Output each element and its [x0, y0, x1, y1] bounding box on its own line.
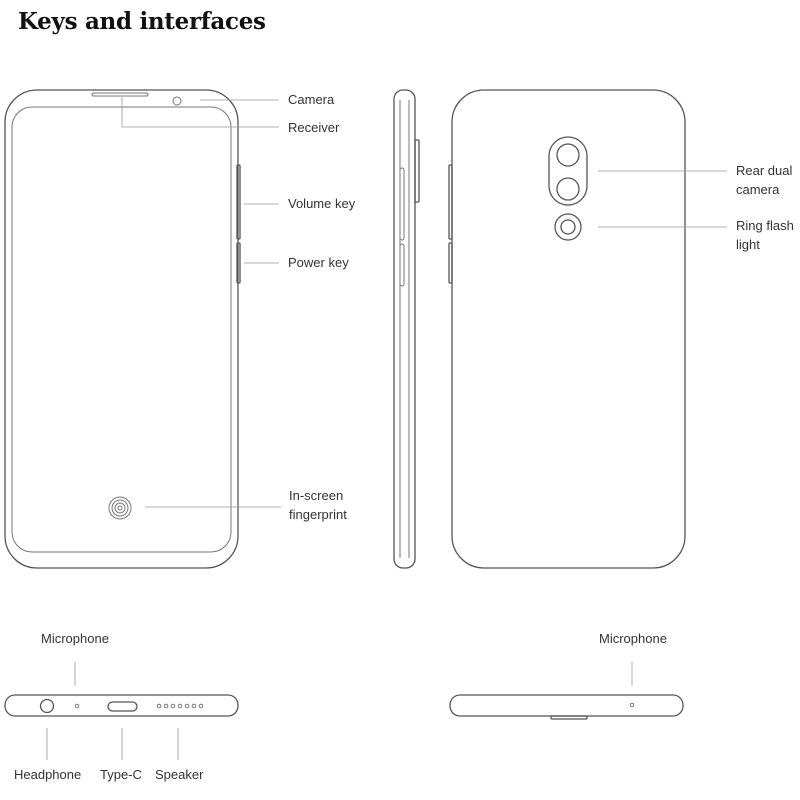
front-camera: [172, 96, 182, 106]
fingerprint-icon: [108, 496, 132, 520]
speaker-label: Speaker: [155, 767, 204, 782]
bottom-microphone-hole: [74, 703, 80, 709]
speaker-grille: [156, 703, 204, 709]
ring-flash-outer: [554, 213, 582, 241]
top-edge-body: [449, 694, 684, 717]
in-screen-fingerprint-label-line1: In-screen: [289, 488, 344, 503]
side-camera-bump: [414, 139, 420, 203]
phone-bottom-edge: [4, 694, 239, 717]
camera-label: Camera: [288, 92, 335, 107]
rear-camera-module: [548, 136, 588, 206]
rear-camera-lens-top: [556, 143, 580, 167]
top-microphone-hole: [629, 702, 635, 708]
page-title: Keys and interfaces: [18, 8, 266, 35]
leader-lines: [46, 97, 727, 760]
phone-back-view: [448, 89, 686, 569]
phone-front-body: [4, 89, 239, 569]
phone-back-body: [451, 89, 686, 569]
rear-dual-camera-label-line2: camera: [736, 182, 780, 197]
phone-side-body: [393, 89, 416, 569]
microphone-top-label: Microphone: [599, 631, 667, 646]
receiver-label: Receiver: [288, 120, 340, 135]
back-key-left-upper: [448, 164, 453, 240]
phone-front-view: [4, 89, 241, 569]
headphone-jack: [39, 698, 55, 714]
phone-top-edge: [449, 694, 684, 720]
microphone-bottom-label: Microphone: [41, 631, 109, 646]
phone-front-screen: [11, 106, 232, 553]
top-edge-camera-bump: [550, 715, 588, 720]
receiver-slot: [91, 92, 149, 97]
power-key-label: Power key: [288, 255, 349, 270]
rear-camera-lens-bottom: [556, 177, 580, 201]
volume-key-label: Volume key: [288, 196, 356, 211]
type-c-port: [107, 701, 138, 712]
type-c-label: Type-C: [100, 767, 142, 782]
bottom-edge-body: [4, 694, 239, 717]
volume-key: [236, 164, 241, 240]
ring-flash-light-label-line1: Ring flash: [736, 218, 794, 233]
side-volume-key: [399, 167, 405, 241]
side-power-key: [399, 243, 405, 287]
phone-side-view: [393, 89, 420, 569]
headphone-label: Headphone: [14, 767, 82, 782]
back-key-left-lower: [448, 242, 453, 284]
ring-flash-inner: [560, 219, 576, 235]
power-key: [236, 242, 241, 284]
rear-dual-camera-label-line1: Rear dual: [736, 163, 793, 178]
ring-flash-light-label-line2: light: [736, 237, 760, 252]
in-screen-fingerprint-label-line2: fingerprint: [289, 507, 347, 522]
